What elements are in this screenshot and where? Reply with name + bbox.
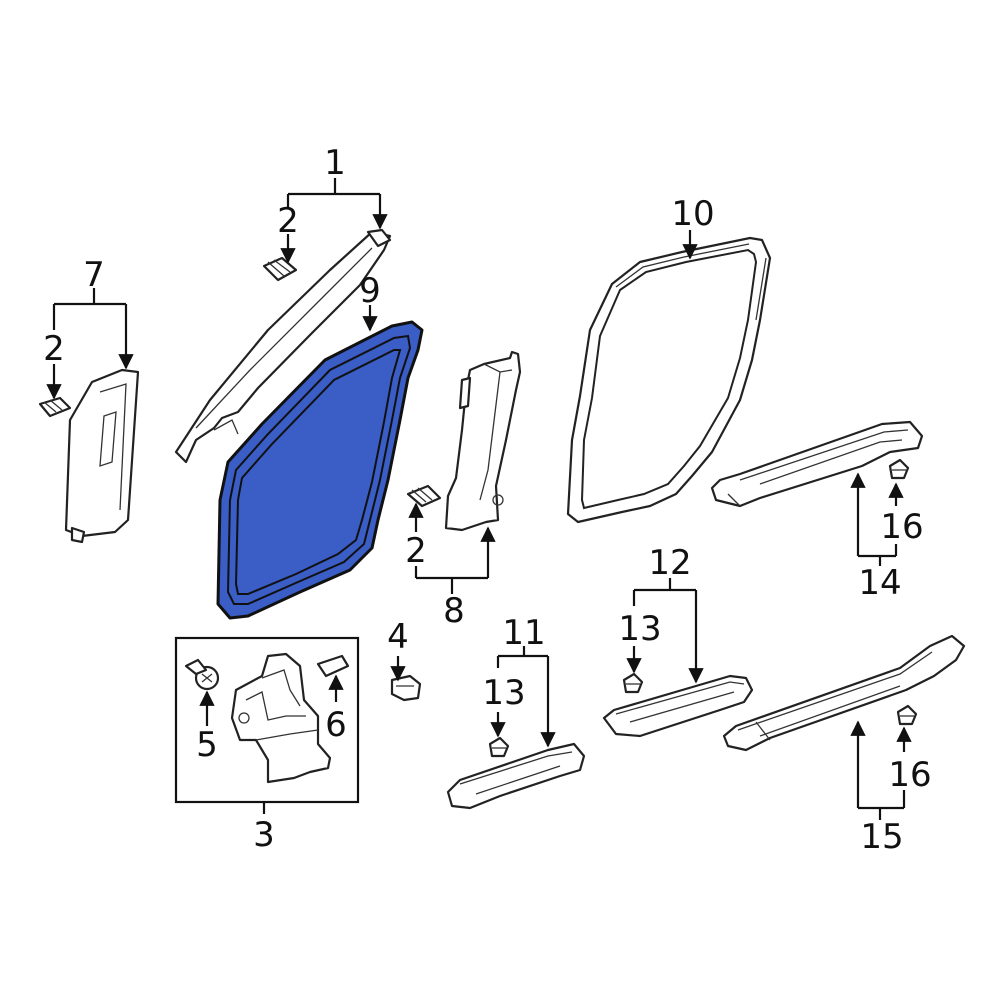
callout-5: 5 xyxy=(196,725,218,765)
callout-14: 14 xyxy=(858,563,901,603)
callout-12: 12 xyxy=(648,543,691,583)
clip-2-top[interactable] xyxy=(262,256,298,282)
screw-5[interactable] xyxy=(184,658,220,691)
bracket-3[interactable] xyxy=(230,652,332,784)
callout-4: 4 xyxy=(387,617,409,657)
callout-3: 3 xyxy=(253,815,275,855)
callout-2-right: 2 xyxy=(405,531,427,571)
callout-15: 15 xyxy=(860,817,903,857)
door-weatherstrip-10[interactable] xyxy=(566,236,772,524)
clip-16-top[interactable] xyxy=(888,458,910,480)
pillar-trim-7[interactable] xyxy=(64,368,140,544)
callout-13-lower: 13 xyxy=(482,673,525,713)
sill-plate-15[interactable] xyxy=(722,634,966,752)
clip-2-left[interactable] xyxy=(38,396,72,418)
callout-6: 6 xyxy=(325,705,347,745)
callout-8: 8 xyxy=(443,591,465,631)
clip-4[interactable] xyxy=(390,674,422,702)
clip-13-lower[interactable] xyxy=(488,736,510,758)
callout-labels: 1 2 7 2 9 10 2 8 16 14 4 5 6 3 11 13 12 … xyxy=(43,143,931,857)
callout-9: 9 xyxy=(359,271,381,311)
clip-13-upper[interactable] xyxy=(622,672,644,694)
callout-1: 1 xyxy=(324,143,346,183)
callout-2-top: 2 xyxy=(277,201,299,241)
sill-plate-11[interactable] xyxy=(446,742,586,810)
clip-16-lower[interactable] xyxy=(896,704,918,726)
leader-lines xyxy=(46,178,912,820)
pillar-trim-8[interactable] xyxy=(444,350,522,532)
callout-13-upper: 13 xyxy=(618,609,661,649)
weatherstrip-9-highlighted[interactable] xyxy=(216,320,424,620)
callout-7: 7 xyxy=(83,255,105,295)
callout-16-top: 16 xyxy=(880,507,923,547)
callout-2-left: 2 xyxy=(43,329,65,369)
pad-6[interactable] xyxy=(316,654,350,678)
clip-2-right[interactable] xyxy=(406,484,442,508)
callout-11: 11 xyxy=(502,613,545,653)
sill-plate-14[interactable] xyxy=(710,420,924,508)
box-3 xyxy=(174,636,360,804)
sill-plate-12[interactable] xyxy=(602,674,754,738)
callout-10: 10 xyxy=(671,194,714,234)
pillar-trim-1[interactable] xyxy=(174,228,392,464)
callout-16-lower: 16 xyxy=(888,755,931,795)
